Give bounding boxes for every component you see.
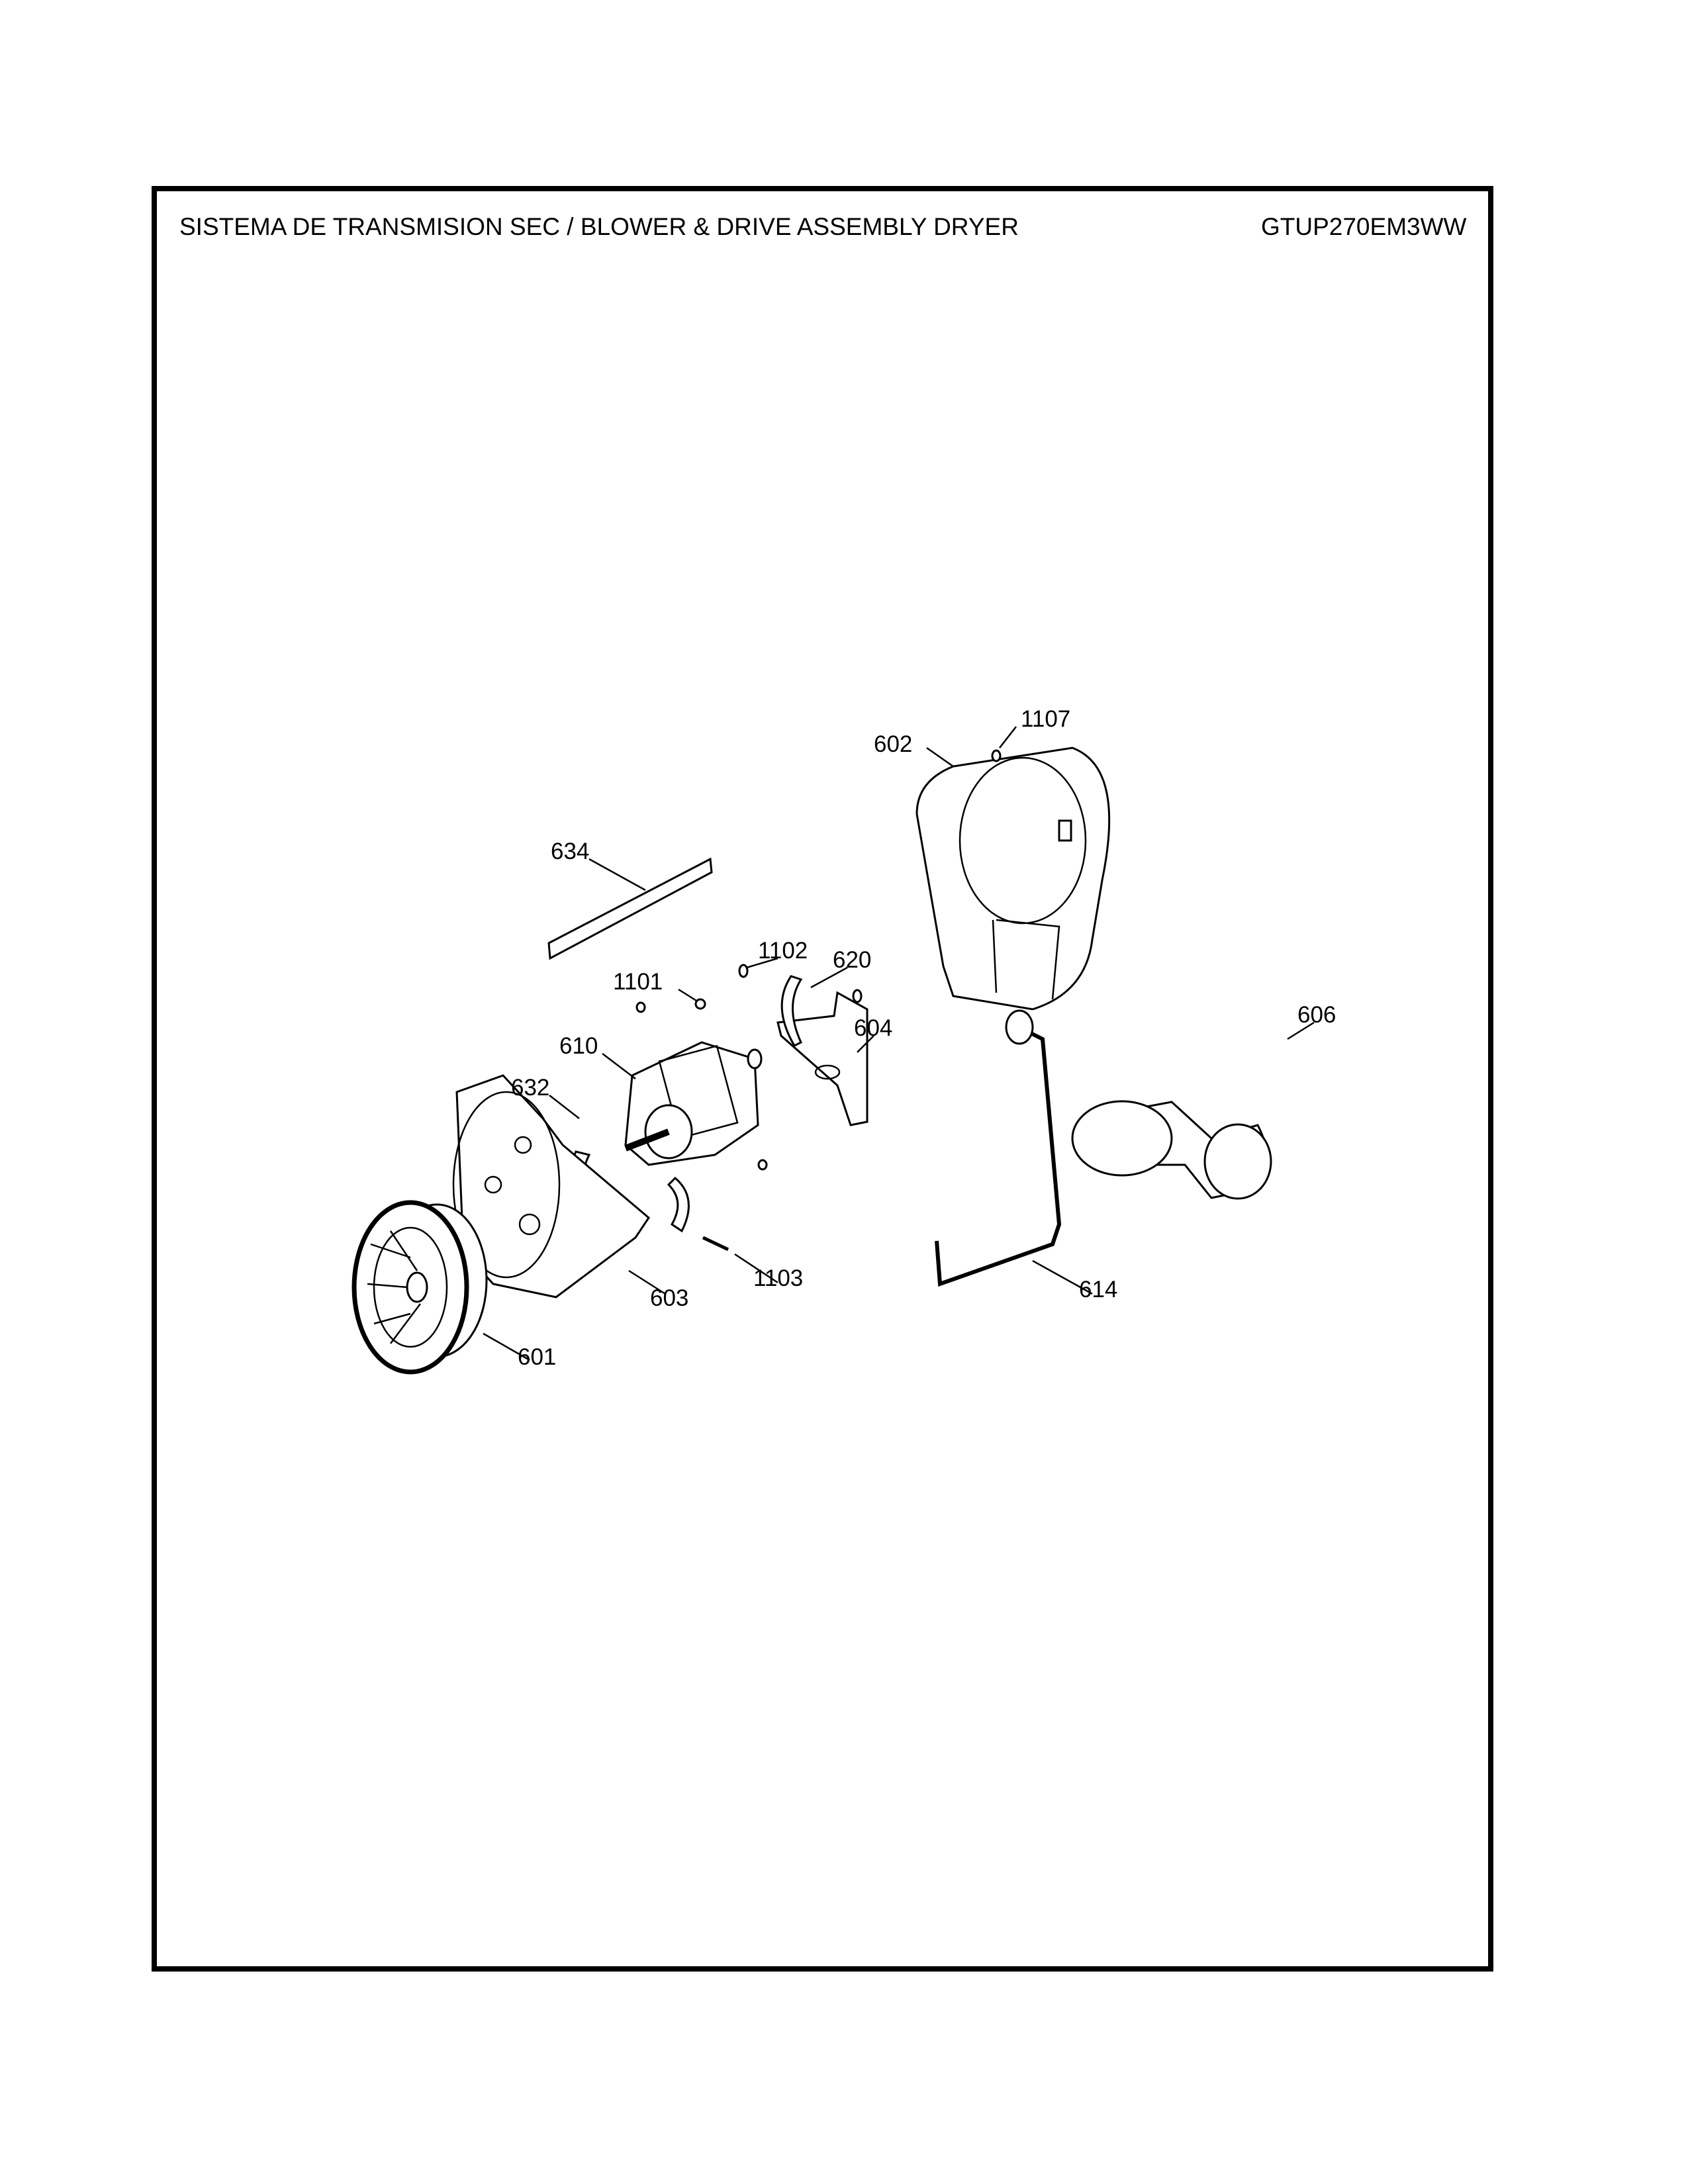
part-604-bracket[interactable] [776,991,868,1126]
label-601: 601 [518,1344,556,1370]
part-602-blower-housing[interactable] [915,747,1111,1011]
part-634-strip[interactable] [547,857,713,960]
leader-lines [483,726,1315,1361]
label-1103: 1103 [753,1265,803,1291]
screw-icon [635,1001,646,1013]
screw-icon [757,1159,768,1171]
part-610-motor[interactable] [624,1041,763,1166]
label-602: 602 [874,731,912,757]
part-1102-screw[interactable] [738,964,749,978]
label-606: 606 [1297,1002,1336,1028]
label-603: 603 [650,1285,688,1311]
label-614: 614 [1079,1277,1117,1302]
label-604: 604 [854,1015,892,1041]
diagram-frame [152,186,1493,1972]
label-610: 610 [559,1033,598,1059]
part-1107-screw [991,749,1002,762]
label-634: 634 [551,839,589,864]
part-614-rod[interactable] [935,1009,1062,1287]
label-620: 620 [833,947,871,973]
part-601-fan-wheel[interactable] [352,1200,488,1375]
label-1102: 1102 [758,938,808,964]
diagram-title: SISTEMA DE TRANSMISION SEC / BLOWER & DR… [179,213,1019,240]
model-number: GTUP270EM3WW [1261,213,1467,240]
part-1101-nut[interactable] [694,998,706,1010]
screw-icon [852,989,863,1003]
label-1107: 1107 [1021,706,1070,732]
part-620-clip[interactable] [780,975,863,1047]
label-1101: 1101 [613,969,663,995]
part-606-duct[interactable] [1071,1100,1272,1200]
part-1103-screw[interactable] [702,1236,729,1251]
label-632: 632 [511,1075,549,1101]
